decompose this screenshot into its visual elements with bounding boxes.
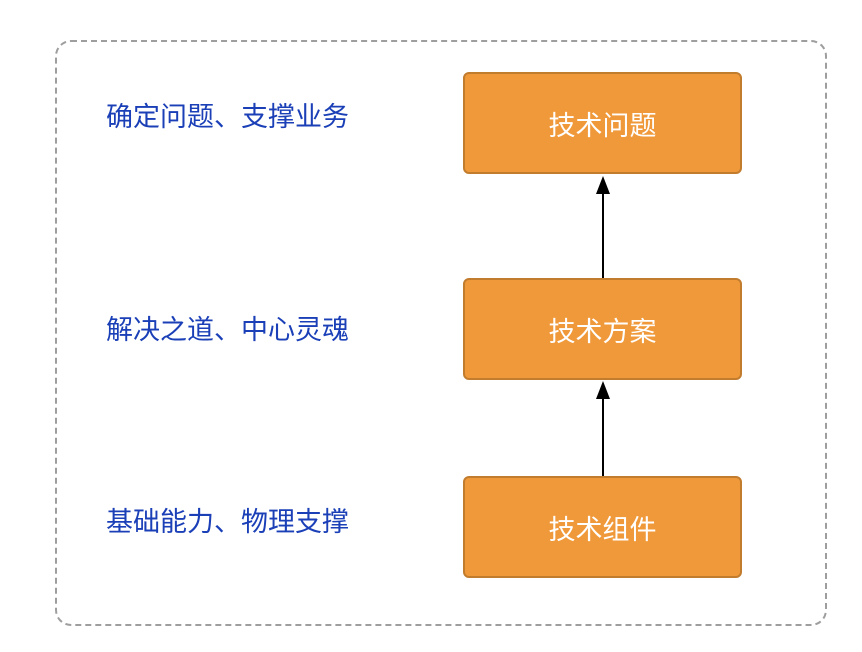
- arrow-solution-to-problem: [596, 176, 610, 278]
- box-tech-solution-label: 技术方案: [548, 316, 657, 348]
- box-tech-component: 技术组件: [463, 476, 742, 578]
- box-tech-component-label: 技术组件: [548, 514, 657, 546]
- box-tech-problem: 技术问题: [463, 72, 742, 174]
- label-problem-layer: 确定问题、支撑业务: [106, 102, 349, 133]
- box-tech-solution: 技术方案: [463, 278, 742, 380]
- label-component-layer: 基础能力、物理支撑: [106, 507, 349, 538]
- box-tech-problem-label: 技术问题: [548, 110, 657, 142]
- diagram-frame: [55, 40, 827, 626]
- arrow-component-to-solution: [596, 381, 610, 476]
- label-solution-layer: 解决之道、中心灵魂: [106, 315, 349, 346]
